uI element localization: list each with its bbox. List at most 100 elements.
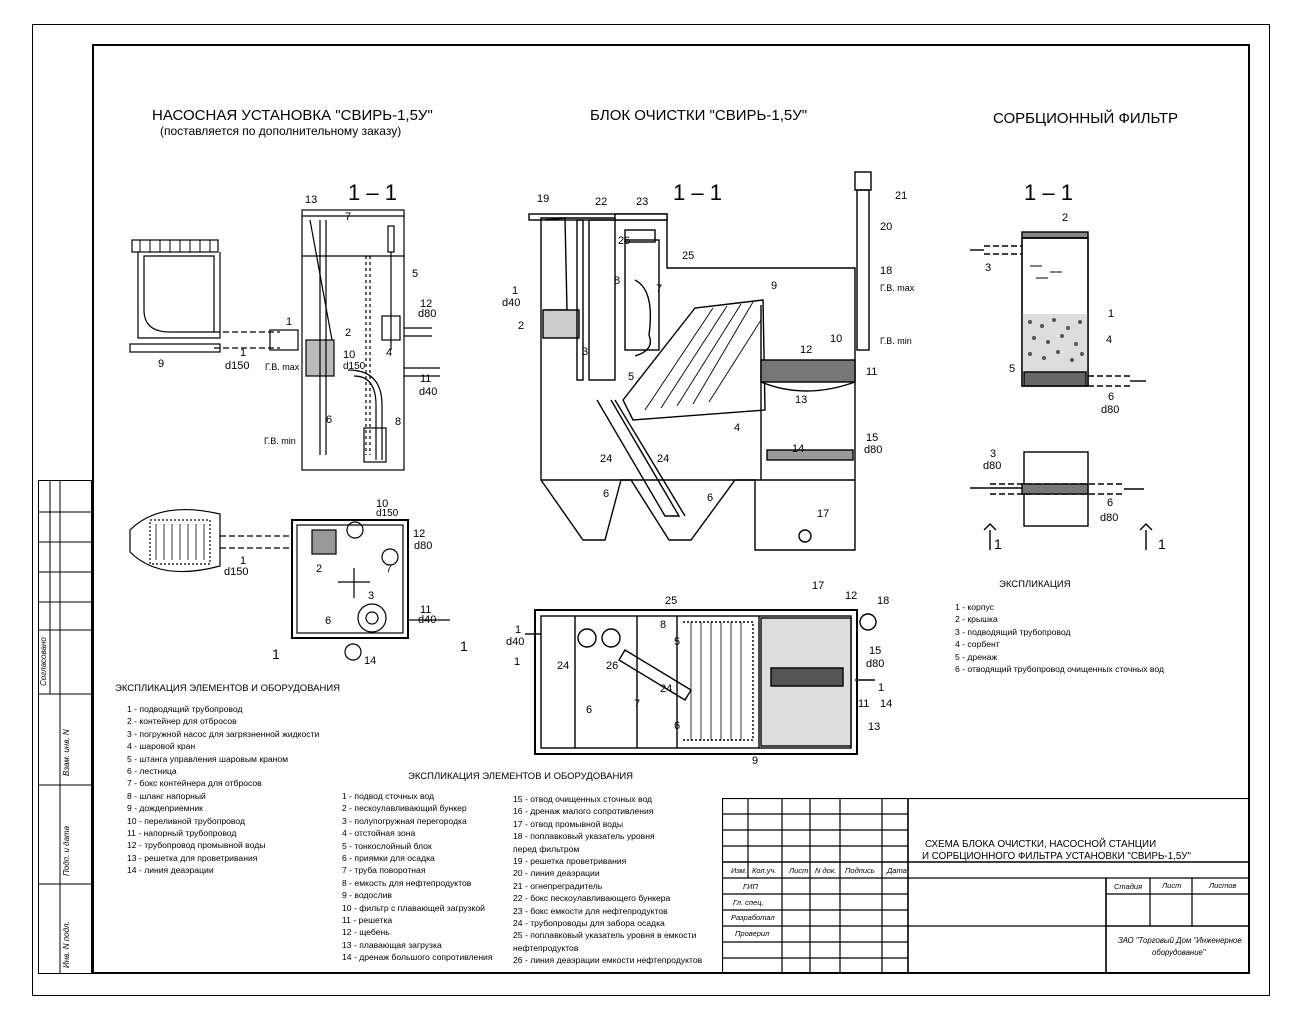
block-label-11: 11: [866, 366, 878, 378]
list-item: 13 - плавающая загрузка: [342, 939, 442, 950]
pump-label-8: 8: [395, 416, 402, 428]
list-item: 6 - лестница: [127, 765, 177, 776]
list-item: 17 - отвод промывной воды: [513, 818, 624, 829]
title-block: [722, 798, 1250, 974]
pump-label-13: 13: [305, 194, 318, 206]
stamp-org-line1: ЗАО "Торговый Дом "Инженерное: [1118, 936, 1242, 945]
pump-label-12: 12: [420, 298, 433, 310]
list-item: 11 - напорный трубопровод: [127, 827, 237, 838]
filter-plan-label-d80a: d80: [983, 460, 1002, 472]
block-label-d40: d40: [502, 297, 521, 309]
list-item: 19 - решетка проветривания: [513, 855, 627, 866]
filter-section-mark-right: 1: [1158, 536, 1166, 552]
list-item: 24 - трубопроводы для забора осадка: [513, 917, 665, 928]
pump-plan-label-d150: d150: [376, 508, 399, 519]
block-label-20: 20: [880, 221, 893, 233]
block-label-gvmin: Г.В. min: [880, 336, 912, 346]
list-item: 10 - фильтр с плавающей загрузкой: [342, 902, 485, 913]
pump-plan-label-11: 11: [420, 604, 432, 616]
list-item: 4 - сорбент: [955, 639, 1000, 650]
plan-label-d40: d40: [506, 636, 525, 648]
pump-label-10: 10: [343, 349, 356, 361]
stamp-col-ndok: N док.: [815, 866, 837, 875]
pump-plan-label-7: 7: [386, 563, 393, 575]
block-label-22: 22: [595, 196, 608, 208]
stamp-sheet: Лист: [1162, 881, 1182, 890]
pump-label-6: 6: [326, 414, 333, 426]
pump-label-2: 2: [345, 327, 352, 339]
plan-label-6a: 6: [586, 704, 593, 716]
stamp-title-line1: СХЕМА БЛОКА ОЧИСТКИ, НАСОСНОЙ СТАНЦИИ: [925, 839, 1157, 850]
list-item: перед фильтром: [513, 843, 580, 854]
stamp-role-check: Проверил: [735, 929, 770, 938]
list-item: 9 - дождеприемник: [127, 803, 203, 814]
block-label-13: 13: [795, 394, 808, 406]
list-item: 2 - крышка: [955, 614, 998, 625]
filter-label-1: 1: [1108, 308, 1115, 320]
block-label-8: 8: [614, 275, 621, 287]
plan-label-15: 15: [869, 645, 882, 657]
filter-explication-title: ЭКСПЛИКАЦИЯ: [999, 579, 1071, 590]
list-item: 18 - поплавковый указатель уровня: [513, 831, 655, 842]
list-item: 16 - дренаж малого сопротивления: [513, 806, 654, 817]
plan-label-14: 14: [880, 698, 893, 710]
plan-label-24a: 24: [557, 660, 570, 672]
block-label-3: 3: [582, 346, 589, 358]
pump-section-mark-right: 1: [460, 638, 468, 654]
pump-subtitle: (поставляется по дополнительному заказу): [160, 124, 402, 138]
list-item: 6 - приямки для осадка: [342, 852, 435, 863]
stamp-col-kol: Кол.уч.: [752, 866, 777, 875]
list-item: 13 - решетка для проветривания: [127, 852, 258, 863]
list-item: 6 - отводящий трубопровод очищенных сточ…: [955, 663, 1164, 674]
stamp-org-line2: оборудование": [1152, 948, 1206, 957]
list-item: 2 - пескоулавливающий бункер: [342, 803, 467, 814]
side-sign-date: Подп. и дата: [62, 825, 71, 876]
stamp-role-gip: ГИП: [743, 882, 758, 891]
plan-label-5: 5: [674, 636, 681, 648]
block-explication-title: ЭКСПЛИКАЦИЯ ЭЛЕМЕНТОВ И ОБОРУДОВАНИЯ: [408, 771, 634, 782]
block-label-15: 15: [866, 432, 879, 444]
section-label-block: 1 – 1: [673, 180, 722, 205]
filter-explication-list: 1 - корпус 2 - крышка 3 - подводящий тру…: [955, 601, 1164, 675]
filter-plan-label-d80b: d80: [1100, 512, 1119, 524]
block-label-18: 18: [880, 265, 893, 277]
block-label-24a: 24: [600, 453, 613, 465]
list-item: 7 - бокс контейнера для отбросов: [127, 778, 262, 789]
block-label-4: 4: [734, 422, 741, 434]
plan-label-6b: 6: [674, 720, 681, 732]
list-item: 20 - линия деаэрации: [513, 868, 600, 879]
list-item: 10 - переливной трубопровод: [127, 815, 245, 826]
sheet-outer-border: [32, 24, 1270, 996]
plan-label-26: 26: [606, 660, 619, 672]
list-item: 15 - отвод очищенных сточных вод: [513, 794, 653, 804]
filter-label-2: 2: [1062, 212, 1069, 224]
list-item: 5 - тонкослойный блок: [342, 840, 432, 851]
plan-label-12: 12: [845, 590, 858, 602]
plan-label-d80: d80: [866, 658, 885, 670]
plan-label-1c: 1: [878, 682, 885, 694]
stamp-col-sign: Подпись: [845, 866, 875, 875]
side-approved: Согласовано: [39, 637, 48, 686]
pump-label-1a: 1: [286, 316, 293, 328]
list-item: 5 - штанга управления шаровым краном: [127, 753, 289, 764]
block-label-25: 25: [682, 250, 695, 262]
plan-label-13: 13: [868, 721, 881, 733]
list-item: 1 - корпус: [955, 602, 994, 612]
section-label-pump: 1 – 1: [348, 180, 397, 205]
stamp-sheets: Листов: [1209, 881, 1237, 890]
plan-label-25: 25: [665, 595, 678, 607]
pump-plan-label-d80: d80: [414, 540, 433, 552]
plan-label-24b: 24: [660, 683, 673, 695]
list-item: 3 - погружной насос для загрязненной жид…: [127, 728, 320, 739]
pump-plan-label-10: 10: [376, 498, 389, 510]
pump-label-d150b: d150: [343, 361, 366, 372]
pump-label-9: 9: [158, 358, 165, 370]
list-item: 1 - подводящий трубопровод: [127, 704, 243, 714]
filter-plan-label-3: 3: [990, 448, 997, 460]
pump-label-d40: d40: [419, 386, 438, 398]
pump-plan-label-6: 6: [325, 615, 332, 627]
block-label-5: 5: [628, 371, 635, 383]
stamp-title-line2: И СОРБЦИОННОГО ФИЛЬТРА УСТАНОВКИ "СВИРЬ-…: [922, 851, 1192, 862]
plan-label-17: 17: [812, 580, 825, 592]
pump-plan-label-2: 2: [316, 563, 323, 575]
